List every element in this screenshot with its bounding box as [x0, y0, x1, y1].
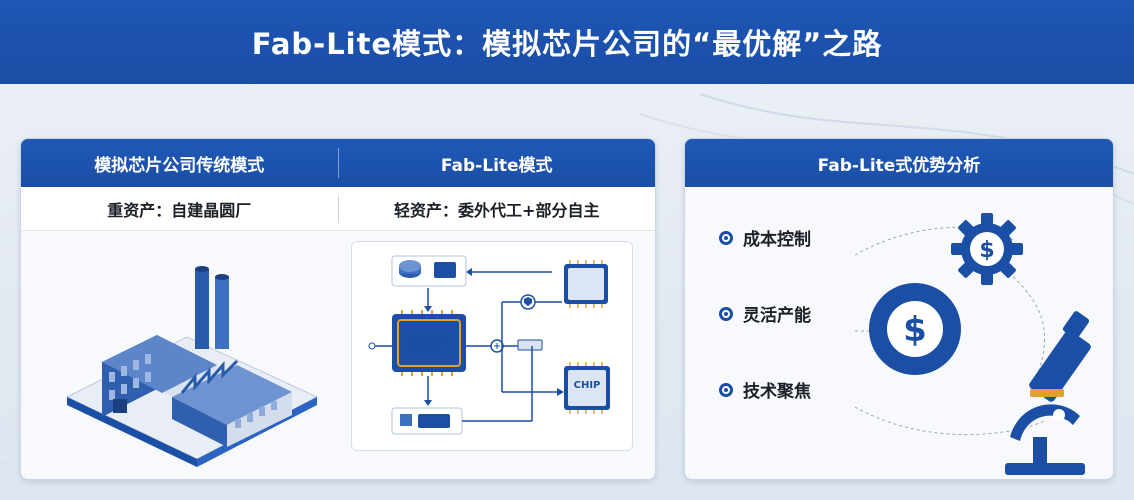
microscope-icon	[1005, 311, 1091, 475]
advantage-item-tech: 技术聚焦	[719, 377, 811, 402]
advantage-graphic: $ $	[854, 213, 1091, 475]
chip-side-label: CHIP	[573, 380, 601, 391]
chip-main-label: CHIP	[412, 335, 446, 349]
dollar-coin-icon: $	[869, 283, 961, 375]
advantage-item-capacity: 灵活产能	[719, 301, 811, 326]
advantage-label: 成本控制	[743, 230, 811, 250]
title-bar: Fab-Lite模式：模拟芯片公司的“最优解”之路	[0, 0, 1134, 84]
comparison-subheader: 重资产：自建晶圆厂 轻资产：委外代工+部分自主	[21, 187, 655, 231]
advantage-header: Fab-Lite式优势分析	[685, 139, 1113, 187]
factory-illustration	[65, 266, 319, 467]
subheader-divider	[337, 194, 339, 223]
traditional-mode-header: 模拟芯片公司传统模式	[94, 155, 265, 176]
advantage-label: 技术聚焦	[743, 382, 811, 402]
advantage-title: Fab-Lite式优势分析	[817, 155, 981, 176]
fablite-mode-header: Fab-Lite模式	[440, 155, 553, 176]
advantage-label: 灵活产能	[743, 306, 811, 326]
comparison-card: 模拟芯片公司传统模式 Fab-Lite模式 重资产：自建晶圆厂 轻资产：委外代工…	[20, 138, 656, 480]
fablite-mode-desc: 轻资产：委外代工+部分自主	[394, 200, 600, 220]
flow-graphic	[368, 255, 610, 435]
traditional-mode-desc: 重资产：自建晶圆厂	[107, 200, 252, 220]
gear-dollar-icon: $	[951, 213, 1023, 285]
header-divider	[337, 148, 339, 178]
svg-text:$: $	[979, 238, 994, 263]
page-title: Fab-Lite模式：模拟芯片公司的“最优解”之路	[251, 27, 883, 61]
fablite-flow-diagram: CHIP CHIP	[351, 241, 633, 451]
svg-text:$: $	[903, 310, 927, 350]
bullet-icon	[719, 230, 733, 245]
advantage-item-cost: 成本控制	[719, 225, 811, 250]
bullet-icon	[719, 306, 733, 321]
advantage-card: Fab-Lite式优势分析 成本控制 灵活产能 技术聚焦	[684, 138, 1114, 480]
comparison-header: 模拟芯片公司传统模式 Fab-Lite模式	[21, 139, 655, 187]
bullet-icon	[719, 382, 733, 397]
